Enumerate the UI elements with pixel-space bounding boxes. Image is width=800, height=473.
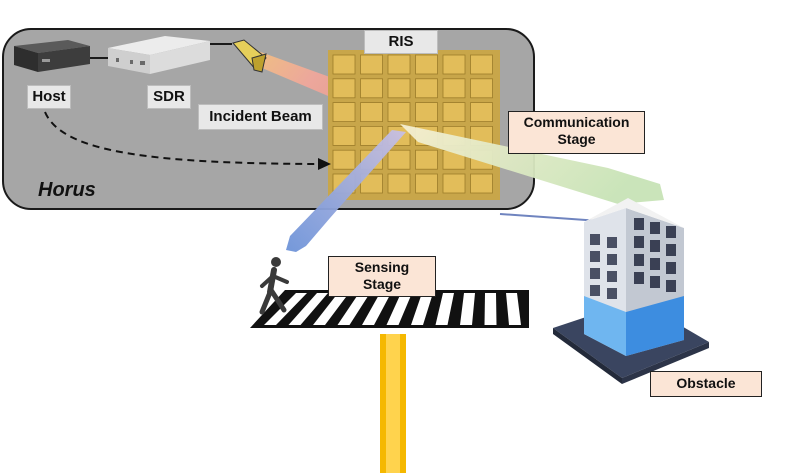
ris-element [415, 78, 438, 99]
ris-element [332, 102, 356, 122]
ris-element [360, 126, 383, 146]
building-window [590, 234, 600, 245]
ris-element [332, 54, 356, 75]
building-window [590, 285, 600, 296]
ris-element [332, 78, 356, 99]
ris-element [470, 102, 493, 122]
ris-element [415, 149, 438, 170]
pedestrian-icon [259, 257, 289, 315]
building-window [650, 276, 660, 288]
ris-element [442, 173, 466, 194]
building-window [607, 254, 617, 265]
obstacle-link [499, 213, 601, 222]
building-icon [553, 198, 709, 384]
sdr-device-icon [108, 36, 210, 74]
ris-element [415, 173, 438, 194]
communication-beam [400, 124, 664, 204]
ris-element [442, 78, 466, 99]
incident-beam-label: Incident Beam [198, 104, 323, 130]
horus-label: Horus [38, 179, 96, 201]
ris-element [387, 149, 411, 170]
ris-element [470, 54, 493, 75]
ris-element [415, 102, 438, 122]
sdr-label: SDR [147, 85, 191, 109]
sensing-beam [286, 130, 406, 252]
crosswalk-stripe [460, 293, 475, 325]
building-window [634, 254, 644, 266]
ris-element [360, 102, 383, 122]
ris-element [442, 54, 466, 75]
crosswalk-stripe [386, 293, 412, 325]
building-window [634, 272, 644, 284]
sensing-stage-label: Sensing Stage [328, 256, 436, 297]
ris-element [387, 173, 411, 194]
host-computer-icon [14, 40, 90, 72]
crosswalk-stripe [435, 293, 454, 325]
host-ris-arrowhead [318, 158, 331, 170]
host-ris-control-link [44, 111, 329, 165]
building-window [650, 240, 660, 252]
ris-element [332, 149, 356, 170]
building-window [590, 251, 600, 262]
ris-element [470, 78, 493, 99]
ris-element [360, 173, 383, 194]
ris-element [332, 126, 356, 146]
building-window [607, 237, 617, 248]
building-window [666, 226, 676, 238]
building-window [666, 262, 676, 274]
crosswalk-stripe [362, 293, 391, 325]
building-window [634, 236, 644, 248]
crosswalk-stripe [313, 293, 349, 325]
ris-element [387, 102, 411, 122]
ris-element [442, 102, 466, 122]
ris-element [415, 54, 438, 75]
crosswalk-stripe [288, 293, 328, 325]
ris-element [387, 54, 411, 75]
building-window [650, 258, 660, 270]
building-window [634, 218, 644, 230]
ris-element [360, 78, 383, 99]
obstacle-label: Obstacle [650, 371, 762, 397]
ris-element [360, 54, 383, 75]
building-window [666, 244, 676, 256]
building-window [590, 268, 600, 279]
crosswalk-stripe [337, 293, 370, 325]
crosswalk-stripe [506, 293, 521, 325]
signal-pole-icon [380, 334, 406, 473]
crosswalk-stripe [411, 293, 433, 325]
communication-stage-label: Communication Stage [508, 111, 645, 154]
crosswalk-icon [250, 290, 529, 328]
antenna-icon [232, 39, 267, 73]
building-window [650, 222, 660, 234]
building-window [607, 271, 617, 282]
building-window [666, 280, 676, 292]
ris-element [470, 173, 493, 194]
crosswalk-stripe [484, 293, 497, 325]
building-window [607, 288, 617, 299]
ris-label: RIS [364, 30, 438, 54]
ris-element [387, 78, 411, 99]
host-label: Host [27, 85, 71, 109]
